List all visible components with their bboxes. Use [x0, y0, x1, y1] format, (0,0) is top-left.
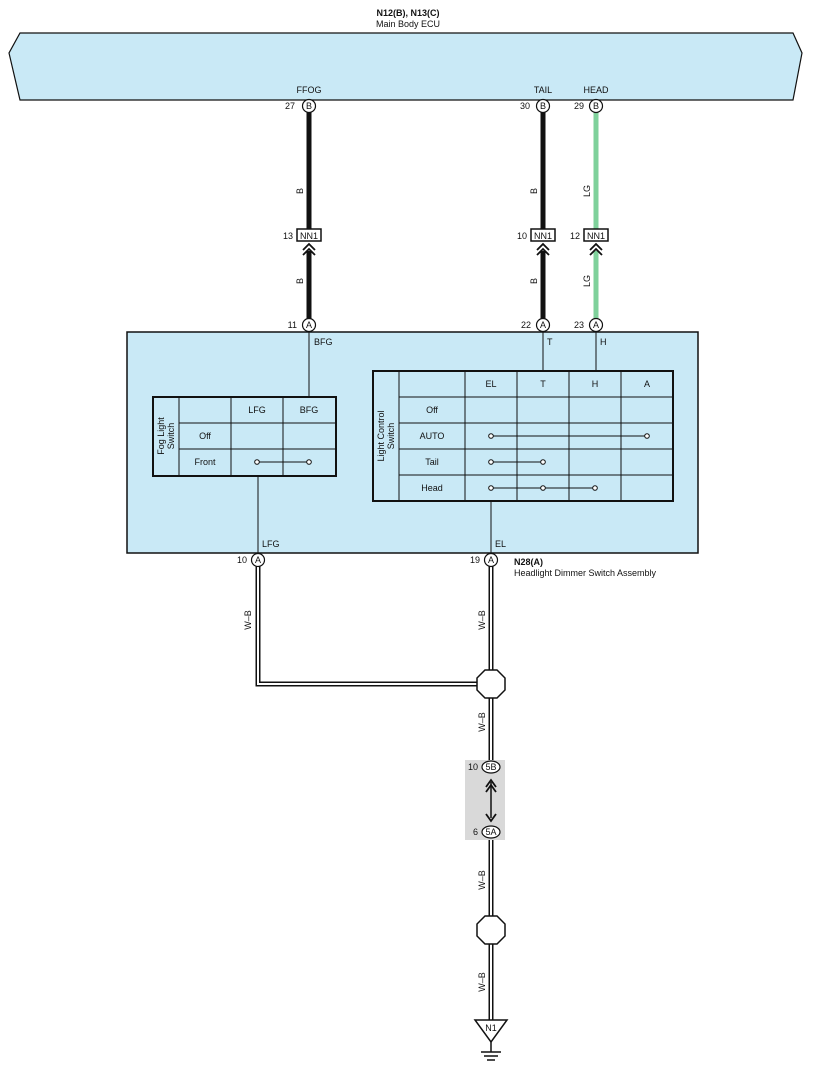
lc-row-auto: AUTO — [420, 431, 445, 441]
lc-switch-title-line2: Switch — [386, 423, 396, 450]
splice-point-lower — [476, 915, 506, 945]
svg-text:10: 10 — [517, 231, 527, 241]
switch-pin-23: 23 A — [574, 317, 604, 333]
wire-code-tail-upper: B — [529, 188, 539, 194]
svg-text:NN1: NN1 — [534, 231, 552, 241]
svg-text:A: A — [255, 555, 261, 565]
lc-tail-continuity — [488, 459, 546, 465]
ecu-name-label: Main Body ECU — [376, 19, 440, 29]
svg-text:27: 27 — [285, 101, 295, 111]
fog-switch-title-line2: Switch — [166, 423, 176, 450]
svg-text:NN1: NN1 — [300, 231, 318, 241]
svg-text:23: 23 — [574, 320, 584, 330]
svg-text:29: 29 — [574, 101, 584, 111]
svg-text:10: 10 — [237, 555, 247, 565]
lc-row-off: Off — [426, 405, 438, 415]
switch-connector-label: N28(A) — [514, 557, 543, 567]
svg-text:11: 11 — [288, 320, 297, 330]
lc-col-h: H — [592, 379, 599, 389]
wire-code-head-upper: LG — [582, 185, 592, 197]
ecu-pin-signal-tail: TAIL — [534, 85, 552, 95]
svg-text:30: 30 — [520, 101, 530, 111]
lc-auto-continuity — [488, 433, 650, 439]
svg-text:19: 19 — [470, 555, 480, 565]
lc-switch-title-line1: Light Control — [376, 410, 386, 461]
light-control-switch-table: Light Control Switch EL T H A Off AUTO T… — [372, 370, 674, 502]
connector-5b-pin: 10 — [468, 762, 478, 772]
wire-lfg-to-splice — [255, 566, 491, 687]
lc-col-a: A — [644, 379, 650, 389]
connector-5a-pin: 6 — [473, 827, 478, 837]
terminal-label-lfg: LFG — [262, 539, 280, 549]
ground-label: N1 — [485, 1023, 497, 1033]
terminal-label-el: EL — [495, 539, 506, 549]
ecu-pin-signal-head: HEAD — [583, 85, 609, 95]
wire-code-ffog-lower: B — [295, 278, 305, 284]
ecu-connectors-label: N12(B), N13(C) — [376, 8, 439, 18]
svg-text:B: B — [306, 101, 312, 111]
svg-text:A: A — [488, 555, 494, 565]
main-body-ecu-box — [8, 32, 803, 101]
wire-code-lfg: W–B — [243, 610, 253, 630]
svg-text:B: B — [593, 101, 599, 111]
fog-col-lfg: LFG — [248, 405, 266, 415]
terminal-label-t: T — [547, 337, 553, 347]
lc-col-t: T — [540, 379, 546, 389]
switch-assembly-name: Headlight Dimmer Switch Assembly — [514, 568, 657, 578]
ecu-pin-head: 29 B — [574, 98, 604, 114]
lc-col-el: EL — [485, 379, 496, 389]
junction-nn1-tail: 10 NN1 — [517, 228, 556, 256]
inline-connector-5b-5a: 10 5B 6 5A — [465, 760, 505, 840]
wire-code-bottom: W–B — [477, 972, 487, 992]
splice-point-upper — [476, 669, 506, 699]
junction-nn1-ffog: 13 NN1 — [283, 228, 322, 256]
switch-pin-10: 10 A — [237, 552, 266, 568]
ground-icon: N1 — [473, 1019, 509, 1061]
svg-text:12: 12 — [570, 231, 580, 241]
fog-front-continuity — [254, 459, 312, 465]
svg-text:A: A — [540, 320, 546, 330]
wire-code-ffog-upper: B — [295, 188, 305, 194]
fog-row-front: Front — [194, 457, 216, 467]
svg-text:A: A — [593, 320, 599, 330]
switch-pin-11: 11 A — [288, 317, 317, 333]
fog-row-off: Off — [199, 431, 211, 441]
lc-head-continuity — [488, 485, 598, 491]
terminal-label-h: H — [600, 337, 607, 347]
ecu-pin-tail: 30 B — [520, 98, 551, 114]
svg-text:B: B — [540, 101, 546, 111]
wire-code-mid: W–B — [477, 712, 487, 732]
connector-5a-label: 5A — [485, 827, 496, 837]
connector-5b-label: 5B — [485, 762, 496, 772]
fog-switch-title-line1: Fog Light — [156, 417, 166, 455]
fog-col-bfg: BFG — [300, 405, 319, 415]
svg-text:13: 13 — [283, 231, 293, 241]
fog-light-switch-table: Fog Light Switch LFG BFG Off Front — [152, 396, 337, 477]
junction-nn1-head: 12 NN1 — [570, 228, 609, 256]
ecu-pin-ffog: 27 B — [285, 98, 317, 114]
ecu-pin-signal-ffog: FFOG — [297, 85, 322, 95]
switch-pin-19: 19 A — [470, 552, 499, 568]
svg-text:NN1: NN1 — [587, 231, 605, 241]
wire-code-tail-lower: B — [529, 278, 539, 284]
wire-code-after-conn: W–B — [477, 870, 487, 890]
terminal-label-bfg: BFG — [314, 337, 333, 347]
wire-code-el: W–B — [477, 610, 487, 630]
svg-text:A: A — [306, 320, 312, 330]
svg-text:22: 22 — [521, 320, 531, 330]
wire-code-head-lower: LG — [582, 275, 592, 287]
lc-row-tail: Tail — [425, 457, 439, 467]
lc-row-head: Head — [421, 483, 443, 493]
switch-pin-22: 22 A — [521, 317, 551, 333]
